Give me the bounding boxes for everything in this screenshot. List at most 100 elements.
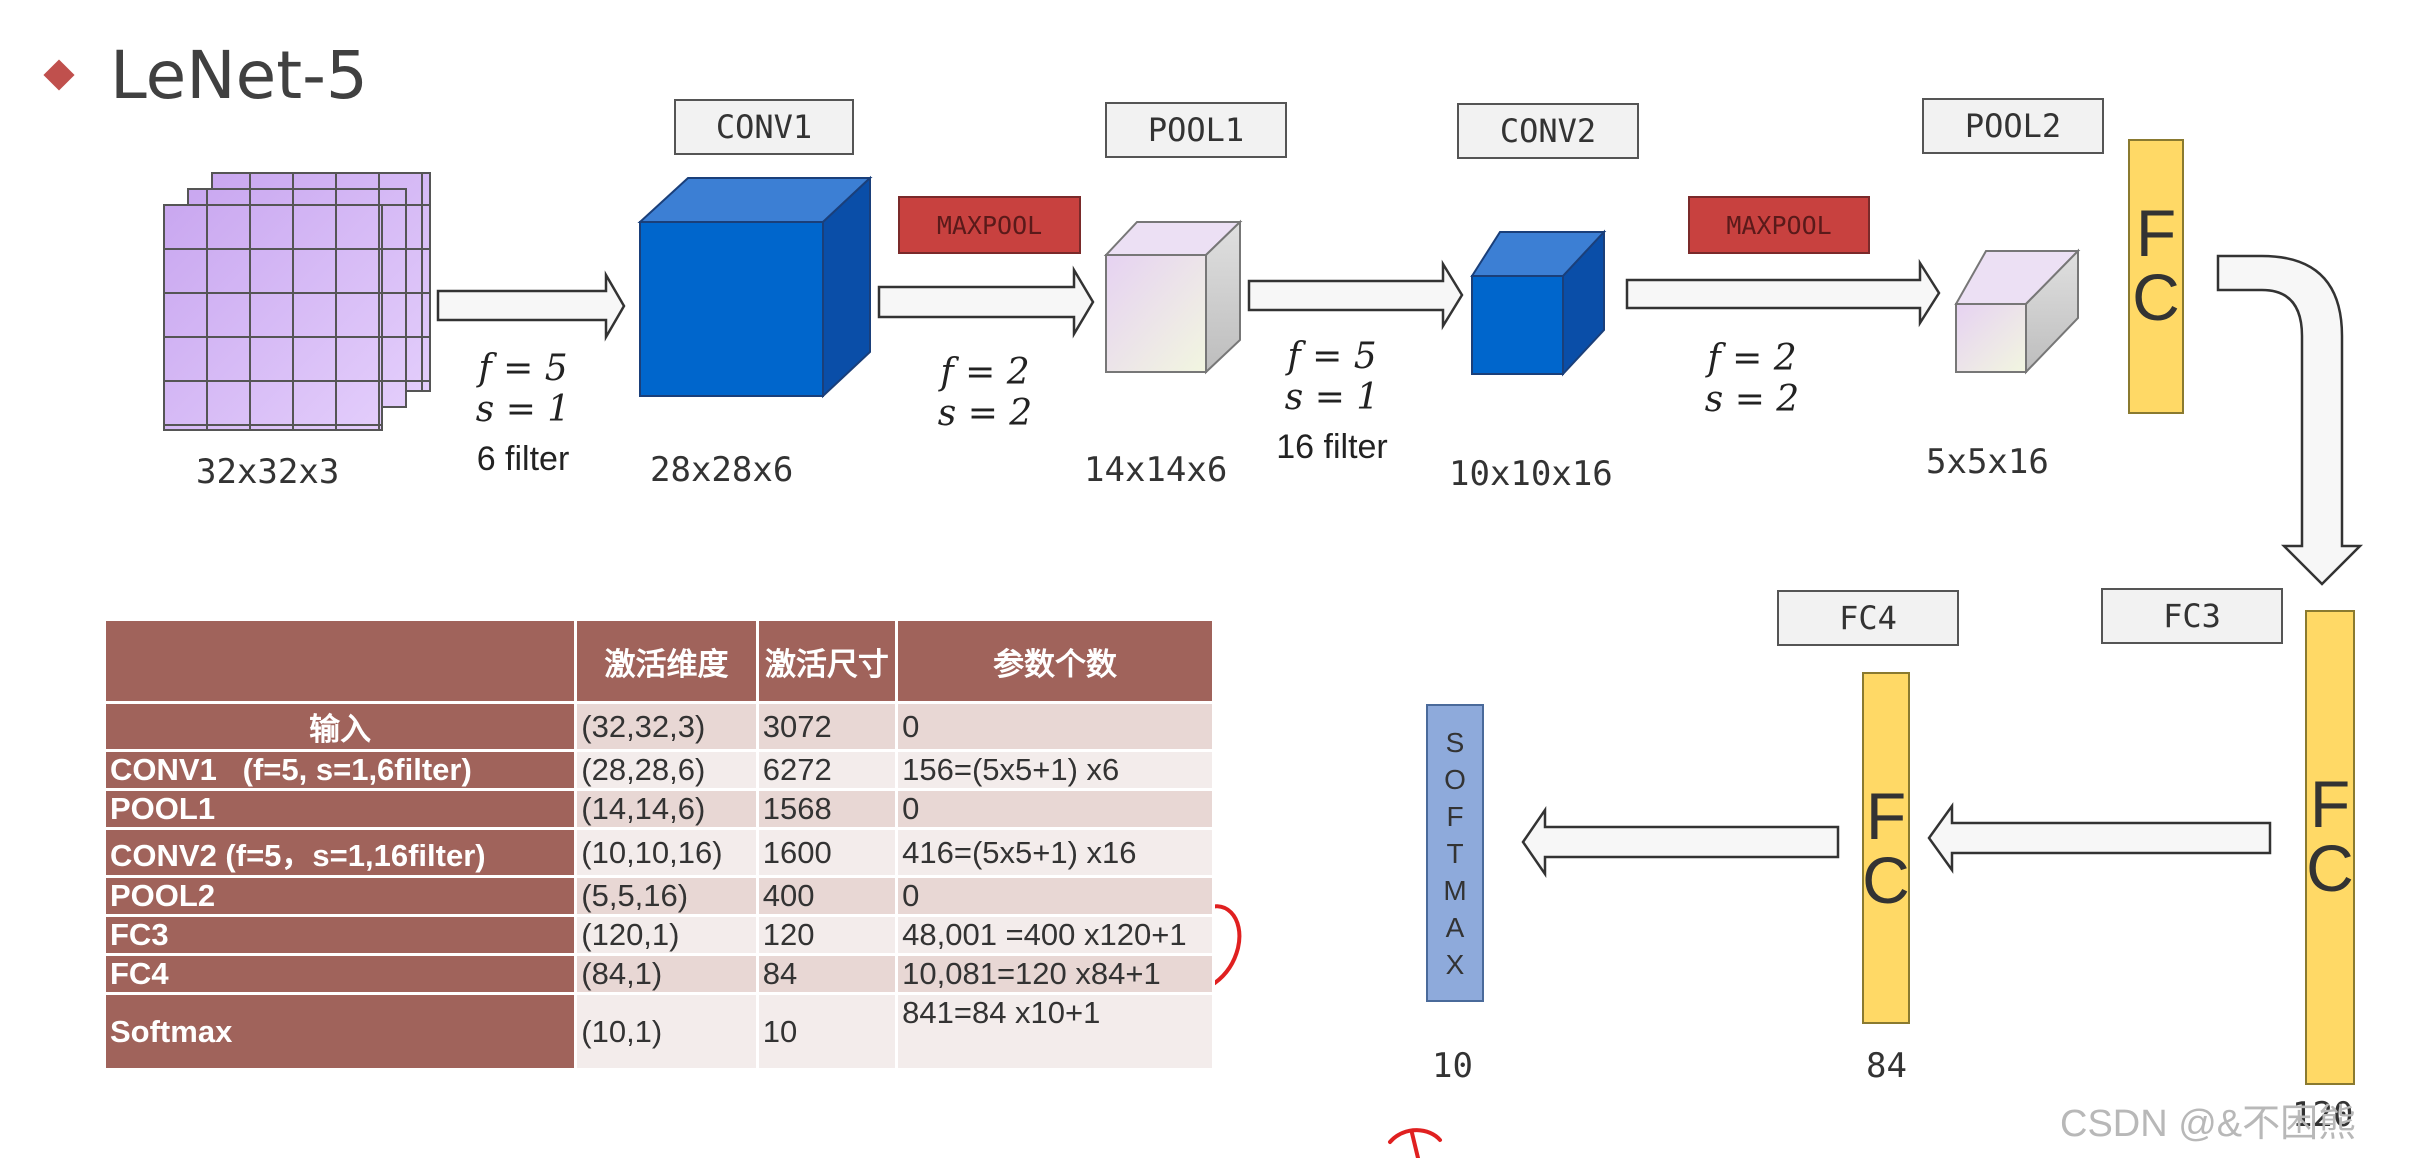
dim-softmax: 10 [1432, 1046, 1473, 1086]
table-row: CONV1 (f=5, s=1,6filter) (28,28,6) 6272 … [102, 749, 1215, 791]
parameter-table: 激活维度 激活尺寸 参数个数 输入 (32,32,3) 3072 0 CONV1… [102, 618, 1215, 1071]
conv1-cube-icon [637, 175, 873, 399]
label-fc4: FC4 [1777, 590, 1959, 646]
curved-down-arrow-icon [2216, 254, 2364, 586]
row-label: 输入 [102, 701, 578, 752]
table-cell: (14,14,6) [574, 788, 759, 830]
softmax-letter: S [1445, 726, 1465, 758]
dim-input: 32x32x3 [196, 452, 340, 492]
conv1-params: f = 5 s = 1 [468, 348, 578, 430]
table-row: POOL2 (5,5,16) 400 0 [102, 875, 1215, 917]
table-cell: 841=84 x10+1 [895, 992, 1215, 1071]
pool1-cube-icon [1103, 219, 1243, 375]
fc-letter: C [2306, 831, 2354, 905]
table-cell: 1568 [755, 788, 899, 830]
label-pool2: POOL2 [1922, 98, 2104, 154]
label-pool1: POOL1 [1105, 102, 1287, 158]
param-s: s = 1 [475, 389, 571, 430]
dim-pool1: 14x14x6 [1084, 450, 1228, 490]
arrow-right-icon [436, 270, 626, 342]
softmax-letter: A [1445, 911, 1465, 943]
softmax-letter: M [1443, 874, 1467, 906]
table-cell: 120 [755, 914, 899, 956]
title-row: LeNet-5 [40, 37, 368, 114]
table-cell: (84,1) [574, 953, 759, 995]
page-title: LeNet-5 [110, 36, 368, 114]
table-cell: 6272 [755, 749, 899, 791]
table-cell: 0 [895, 788, 1215, 830]
table-cell: (10,10,16) [574, 827, 759, 878]
table-cell: 156=(5x5+1) x6 [895, 749, 1215, 791]
table-cell: (120,1) [574, 914, 759, 956]
table-header: 激活尺寸 [755, 618, 899, 704]
arrow-right-icon [1247, 259, 1464, 331]
dim-pool2: 5x5x16 [1926, 442, 2049, 482]
label-fc3: FC3 [2101, 588, 2283, 644]
label-conv1: CONV1 [674, 99, 854, 155]
row-label: CONV2 (f=5，s=1,16filter) [102, 827, 578, 878]
table-cell: 3072 [755, 701, 899, 752]
conv1-filter-count: 6 filter [476, 440, 570, 478]
table-cell: 84 [755, 953, 899, 995]
table-row: 输入 (32,32,3) 3072 0 [102, 701, 1215, 752]
maxpool-tag-1: MAXPOOL [898, 196, 1081, 254]
table-cell: 0 [895, 875, 1215, 917]
conv2-filter-count: 16 filter [1276, 428, 1388, 466]
fc-bar-top: F C [2128, 139, 2184, 414]
param-s: s = 1 [1284, 377, 1380, 418]
softmax-letter: X [1445, 948, 1465, 980]
dim-conv1: 28x28x6 [650, 450, 794, 490]
fc4-bar: F C [1862, 672, 1910, 1024]
table-row: Softmax (10,1) 10 841=84 x10+1 [102, 992, 1215, 1071]
table-row: FC4 (84,1) 84 10,081=120 x84+1 [102, 953, 1215, 995]
table-cell: (10,1) [574, 992, 759, 1071]
pool2-params: f = 2 s = 2 [1697, 338, 1807, 420]
softmax-bar: S O F T M A X [1426, 704, 1484, 1002]
table-header [102, 618, 578, 704]
fc-letter: C [1862, 843, 1910, 917]
table-cell: (5,5,16) [574, 875, 759, 917]
conv2-params: f = 5 s = 1 [1277, 336, 1387, 418]
arrow-right-icon [877, 265, 1095, 339]
input-image-icon [163, 172, 431, 431]
table-cell: 416=(5x5+1) x16 [895, 827, 1215, 878]
param-s: s = 2 [937, 393, 1033, 434]
arrow-left-icon [1521, 805, 1840, 879]
table-cell: 10,081=120 x84+1 [895, 953, 1215, 995]
fc-letter: C [2132, 260, 2180, 334]
label-conv2: CONV2 [1457, 103, 1639, 159]
pool2-cube-icon [1954, 248, 2081, 375]
softmax-letter: O [1444, 763, 1466, 795]
param-f: f = 5 [478, 348, 568, 389]
arrow-right-icon [1625, 258, 1941, 328]
table-cell: (28,28,6) [574, 749, 759, 791]
fc-letter: F [2309, 767, 2351, 841]
conv2-cube-icon [1470, 229, 1607, 377]
softmax-letter: T [1446, 837, 1464, 869]
row-label: POOL2 [102, 875, 578, 917]
fc-letter: F [2135, 196, 2177, 270]
table-row: POOL1 (14,14,6) 1568 0 [102, 788, 1215, 830]
table-cell: 400 [755, 875, 899, 917]
table-header: 激活维度 [574, 618, 759, 704]
row-label: FC3 [102, 914, 578, 956]
pool1-params: f = 2 s = 2 [930, 352, 1040, 434]
row-label: CONV1 (f=5, s=1,6filter) [102, 749, 578, 791]
table-row: CONV2 (f=5，s=1,16filter) (10,10,16) 1600… [102, 827, 1215, 878]
dim-conv2: 10x10x16 [1449, 454, 1613, 494]
table-header-row: 激活维度 激活尺寸 参数个数 [102, 618, 1215, 704]
table-row: FC3 (120,1) 120 48,001 =400 x120+1 [102, 914, 1215, 956]
watermark: CSDN @&不困熊 [2060, 1103, 2357, 1145]
dim-fc3: 120 [2292, 1095, 2354, 1135]
table-cell: 10 [755, 992, 899, 1071]
row-label: POOL1 [102, 788, 578, 830]
table-cell: (32,32,3) [574, 701, 759, 752]
softmax-letter: F [1446, 800, 1464, 832]
param-s: s = 2 [1704, 379, 1800, 420]
param-f: f = 5 [1287, 336, 1377, 377]
maxpool-tag-2: MAXPOOL [1688, 196, 1870, 254]
table-cell: 0 [895, 701, 1215, 752]
table-header: 参数个数 [895, 618, 1215, 704]
row-label: Softmax [102, 992, 578, 1071]
